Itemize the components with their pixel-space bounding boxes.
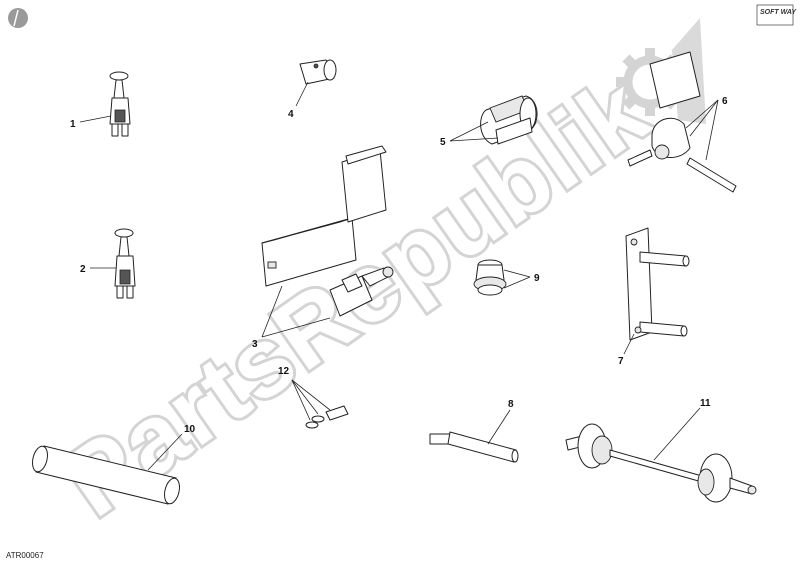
part-3-chain-tool[interactable] bbox=[329, 266, 394, 317]
sheet-marker-icon bbox=[8, 8, 28, 28]
callout-label-1: 1 bbox=[70, 119, 76, 130]
callout-label-4: 4 bbox=[288, 109, 294, 120]
callout-label-11: 11 bbox=[700, 398, 711, 409]
part-10-tube[interactable] bbox=[30, 445, 182, 506]
drawing-code: ATR00067 bbox=[6, 551, 44, 560]
part-4-sleeve[interactable] bbox=[299, 59, 337, 85]
part-11-press-tool[interactable] bbox=[565, 423, 757, 503]
callout-label-5: 5 bbox=[440, 137, 446, 148]
part-1-tool[interactable] bbox=[109, 71, 131, 137]
part-8-shaft[interactable] bbox=[429, 431, 519, 463]
part-3-tool-case[interactable] bbox=[261, 145, 387, 287]
callout-label-3: 3 bbox=[252, 339, 258, 350]
callout-label-6: 6 bbox=[722, 96, 728, 107]
part-5-split-bushing[interactable] bbox=[480, 95, 538, 145]
callout-label-2: 2 bbox=[80, 264, 86, 275]
callout-label-8: 8 bbox=[508, 399, 514, 410]
part-7-bracket[interactable] bbox=[625, 227, 690, 341]
callout-label-12: 12 bbox=[278, 366, 290, 377]
part-9-adapter[interactable] bbox=[473, 259, 507, 296]
part-6-holder-tool[interactable] bbox=[627, 51, 737, 193]
callout-label-10: 10 bbox=[184, 424, 196, 435]
callout-label-9: 9 bbox=[534, 273, 540, 284]
part-12-pins[interactable] bbox=[305, 405, 349, 429]
callout-label-7: 7 bbox=[618, 356, 624, 367]
brand-logo: SOFT WAY bbox=[756, 4, 797, 26]
brand-logo-text: SOFT WAY bbox=[760, 9, 797, 16]
part-2-tool[interactable] bbox=[114, 228, 136, 299]
